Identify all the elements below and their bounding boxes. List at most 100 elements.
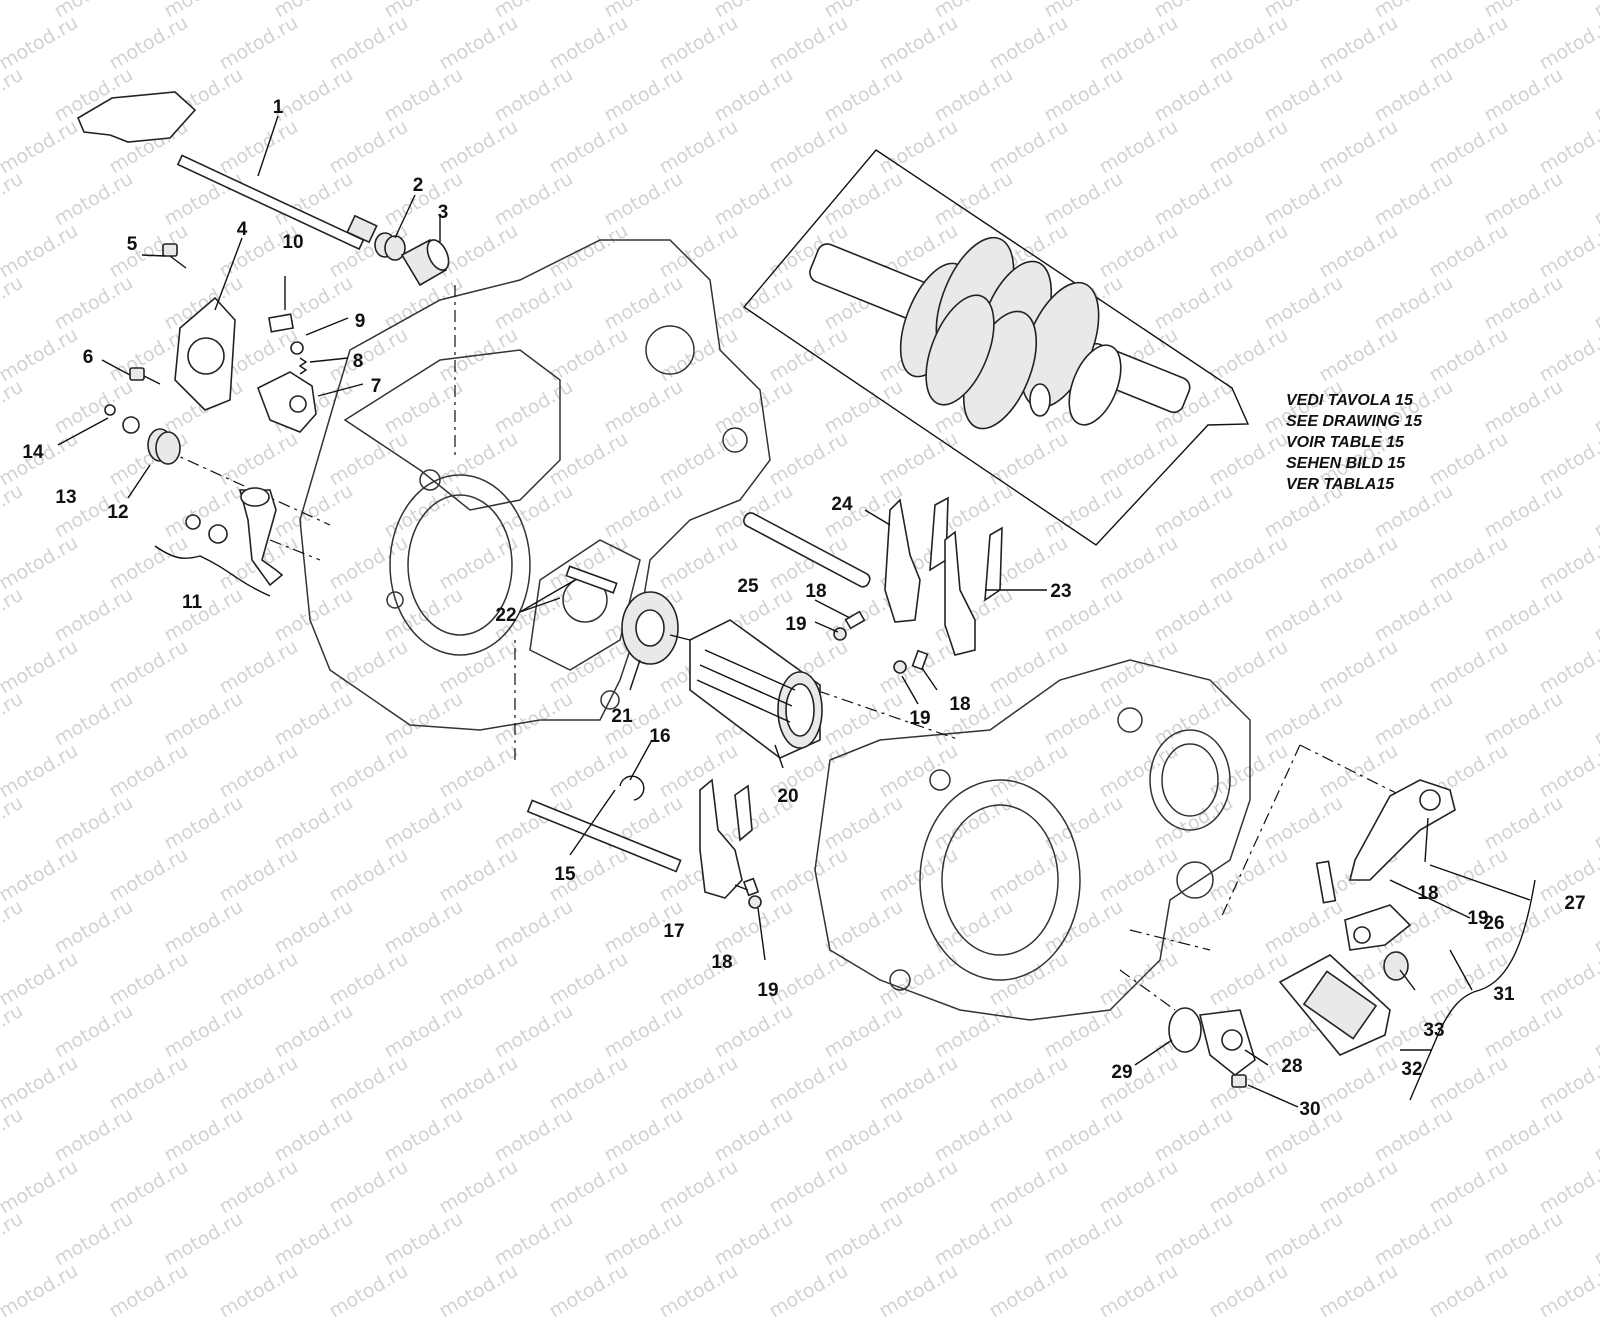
callout-6: 6 (83, 347, 94, 368)
callout-26: 26 (1483, 913, 1504, 934)
shift-drum-star-icon (621, 591, 691, 665)
watermark-text: motod.ru (1590, 1207, 1600, 1271)
shaft-spring-icon (374, 232, 406, 261)
callout-32: 32 (1401, 1059, 1422, 1080)
callout-15: 15 (554, 864, 576, 885)
crankcase-half-icon (814, 659, 1251, 1021)
watermark-text: motod.ru (1260, 1207, 1347, 1271)
watermark-text: motod.ru (160, 1207, 247, 1271)
locating-pin-icon (565, 565, 618, 594)
watermark-text: motod.ru (545, 1259, 632, 1322)
shift-pawl-icon (256, 371, 317, 433)
callout-9: 9 (355, 311, 366, 332)
callout-10: 10 (282, 232, 303, 253)
callout-22: 22 (495, 605, 516, 626)
note-line-de: SEHEN BILD 15 (1286, 455, 1406, 472)
callout-30: 30 (1299, 1099, 1320, 1120)
callout-25: 25 (737, 576, 759, 597)
watermark-text: motod.ru (105, 1259, 192, 1322)
callout-19: 19 (785, 614, 806, 635)
transmission-inset (742, 149, 1250, 546)
watermark-text: motod.ru (1535, 1259, 1600, 1322)
watermark-text: motod.ru (1150, 1207, 1237, 1271)
watermark-text: motod.ru (0, 1207, 27, 1271)
callout-18: 18 (1417, 883, 1438, 904)
watermark-text: motod.ru (1095, 1259, 1182, 1322)
callout-4: 4 (237, 219, 248, 240)
callout-14: 14 (22, 442, 44, 463)
leader-lines (57, 115, 1536, 1108)
shift-drum-icon (689, 619, 823, 759)
spring-plunger-icon (268, 313, 308, 375)
watermark-text: motod.ru (765, 1259, 852, 1322)
watermark-text: motod.ru (820, 1207, 907, 1271)
shift-fork-icon (699, 778, 762, 909)
bushing-icon (400, 238, 450, 287)
callout-5: 5 (127, 234, 138, 255)
callout-11: 11 (182, 592, 203, 613)
callout-28: 28 (1281, 1056, 1302, 1077)
circlip-icon (619, 775, 645, 801)
watermark-text: motod.ru (1425, 1259, 1512, 1322)
callout-18: 18 (949, 694, 970, 715)
watermark-text: motod.ru (600, 1207, 687, 1271)
callout-17: 17 (663, 921, 684, 942)
watermark-text: motod.ru (0, 1259, 82, 1322)
callout-29: 29 (1111, 1062, 1132, 1083)
callout-8: 8 (353, 351, 364, 372)
crankcase-half-icon (299, 239, 771, 731)
callout-33: 33 (1423, 1020, 1444, 1041)
watermark-text: motod.ru (380, 1207, 467, 1271)
callout-16: 16 (649, 726, 670, 747)
callout-1: 1 (273, 97, 284, 118)
selector-arm-icon (238, 487, 284, 587)
callout-19: 19 (757, 980, 778, 1001)
torsion-spring-icon (147, 428, 181, 465)
watermark-text: motod.ru (435, 1259, 522, 1322)
gear-shift-shaft-icon (76, 91, 378, 251)
note-line-it: VEDI TAVOLA 15 (1286, 392, 1413, 409)
callout-20: 20 (777, 786, 798, 807)
watermark-text: motod.ru (1315, 1259, 1402, 1322)
retainer-plate-icon (174, 296, 236, 411)
callout-21: 21 (611, 706, 633, 727)
screw-icon (129, 243, 187, 385)
callout-18: 18 (711, 952, 732, 973)
watermark-text: motod.ru (270, 1207, 357, 1271)
watermark-text: motod.ru (1205, 1259, 1292, 1322)
callout-19: 19 (909, 708, 930, 729)
fork-rod-icon (743, 512, 871, 588)
note-line-en: SEE DRAWING 15 (1286, 413, 1423, 430)
watermark-text: motod.ru (325, 1259, 412, 1322)
note-line-fr: VOIR TABLE 15 (1286, 434, 1404, 451)
watermark-text: motod.ru (1370, 1207, 1457, 1271)
callout-7: 7 (371, 376, 382, 397)
callout-24: 24 (831, 494, 853, 515)
callout-18: 18 (805, 581, 826, 602)
callout-3: 3 (438, 202, 449, 223)
pin-icon (833, 610, 929, 674)
watermark-text: motod.ru (875, 1259, 962, 1322)
watermark-text: motod.ru (655, 1259, 742, 1322)
fork-rod-icon (526, 799, 682, 873)
transmission-gear-cluster-icon (809, 236, 1191, 430)
callout-31: 31 (1493, 984, 1515, 1005)
watermark-text: motod.ru (1480, 1207, 1567, 1271)
callout-27: 27 (1564, 893, 1585, 914)
callout-19: 19 (1467, 908, 1488, 929)
callout-numbers: 1 2 3 4 5 6 7 8 9 10 11 12 13 14 15 16 1… (22, 97, 1585, 1120)
shift-fork-icon (884, 496, 1003, 656)
watermark-text: motod.ru (50, 1207, 137, 1271)
see-drawing-note: VEDI TAVOLA 15 SEE DRAWING 15 VOIR TABLE… (1286, 390, 1422, 495)
washer-icon (104, 404, 228, 544)
watermark-text: motod.ru (930, 1207, 1017, 1271)
kickstart-lever-icon (1278, 779, 1456, 1056)
note-line-es: VER TABLA15 (1286, 476, 1395, 493)
cover-icon (1168, 1007, 1256, 1088)
watermark-text: motod.ru (985, 1259, 1072, 1322)
watermark-text: motod.ru (490, 1207, 577, 1271)
watermark-text: motod.ru (710, 1207, 797, 1271)
assembly-center-lines (164, 285, 1411, 1011)
callout-13: 13 (55, 487, 76, 508)
